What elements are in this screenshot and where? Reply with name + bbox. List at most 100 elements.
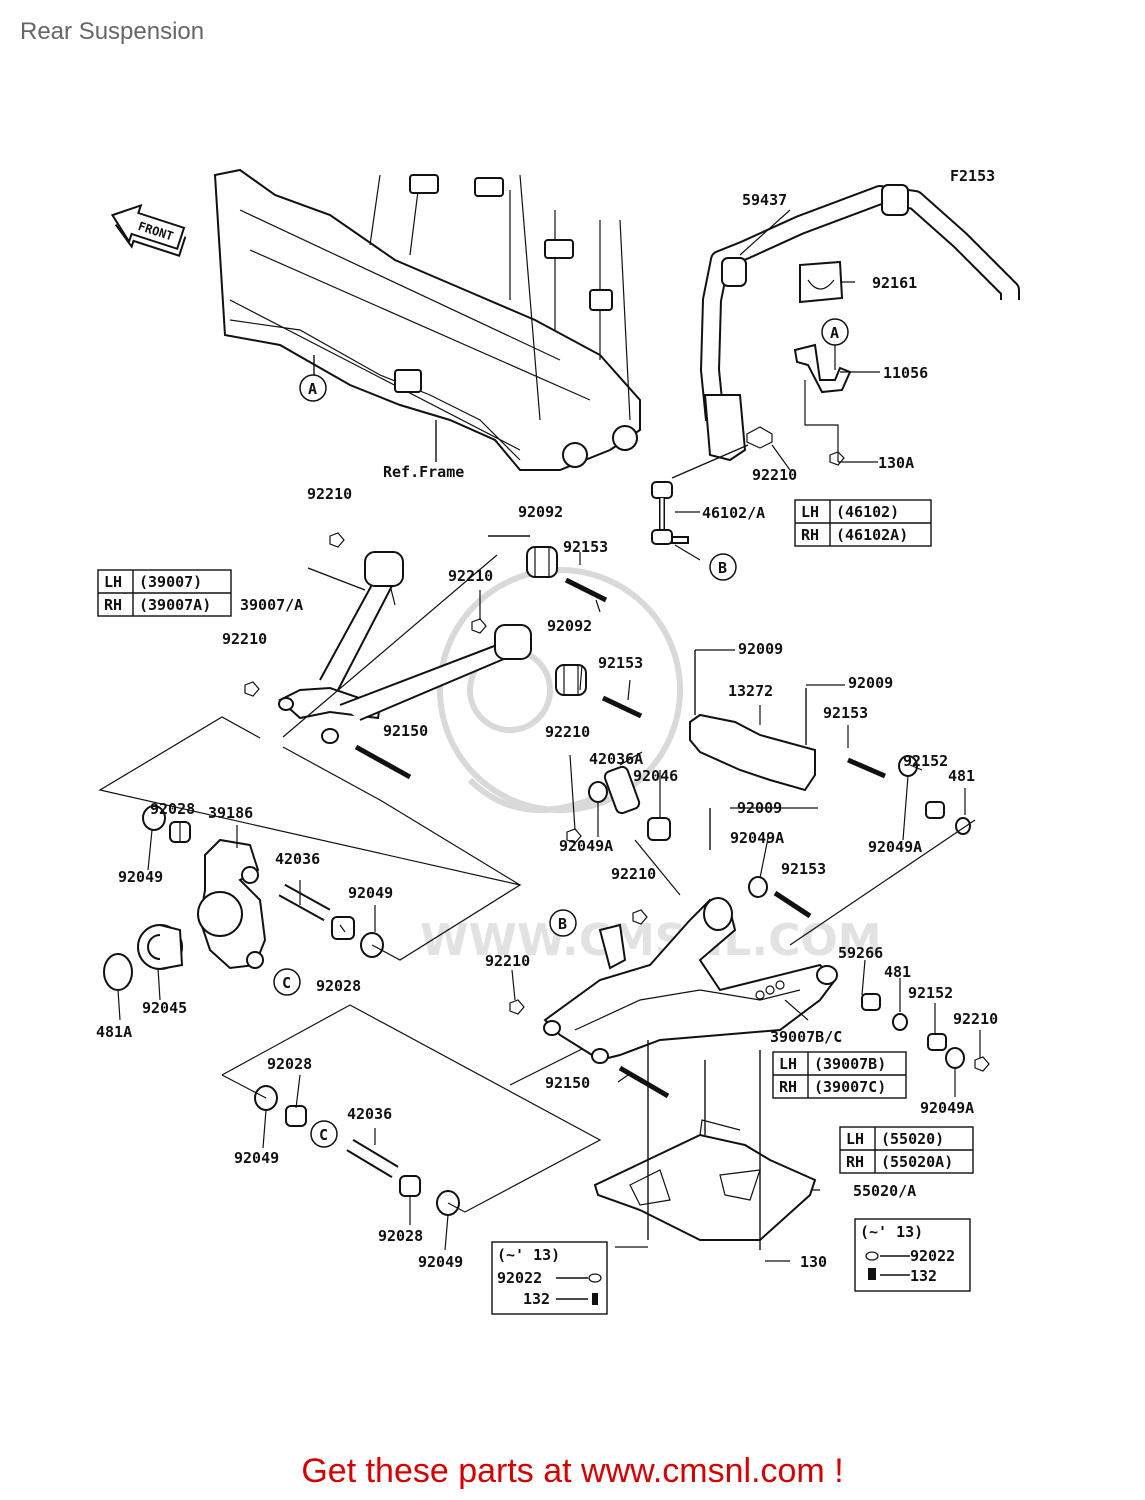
svg-text:A: A (308, 380, 317, 398)
bushing-92161 (799, 260, 844, 304)
table-46102: LH(46102) RH(46102A) (794, 499, 932, 547)
callout-c-lower: C (310, 1120, 338, 1148)
callout-b-link: B (709, 553, 737, 581)
seal-92049-a (142, 805, 166, 831)
label-92150-a: 92150 (383, 722, 428, 740)
label-92153-b: 92153 (598, 654, 643, 672)
svg-text:(39007B): (39007B) (814, 1055, 886, 1073)
bush-59266 (861, 993, 881, 1011)
label-92210-g: 92210 (485, 952, 530, 970)
label-92049-c: 92049 (234, 1149, 279, 1167)
bush-92152-b (927, 1033, 947, 1051)
snap-ring-481A (103, 953, 133, 991)
label-92046: 92046 (633, 767, 678, 785)
label-92092-a: 92092 (518, 503, 563, 521)
label-59437: 59437 (742, 191, 787, 209)
label-39186: 39186 (208, 804, 253, 822)
upper-a-arm (278, 551, 532, 744)
callout-c-knuckle: C (273, 968, 301, 996)
svg-text:LH: LH (104, 573, 122, 591)
label-92009-b: 92009 (848, 674, 893, 692)
label-92045: 92045 (142, 999, 187, 1017)
label-92092-b: 92092 (547, 617, 592, 635)
label-92152-a: 92152 (903, 752, 948, 770)
front-arrow-badge: FRONT (110, 203, 187, 257)
label-92153-d: 92153 (781, 860, 826, 878)
label-92028-d: 92028 (378, 1227, 423, 1245)
ref-frame-label: Ref.Frame (383, 463, 464, 481)
svg-text:RH: RH (104, 596, 122, 614)
svg-text:(39007C): (39007C) (814, 1078, 886, 1096)
label-92049A-a: 92049A (559, 837, 613, 855)
bracket-b (598, 923, 627, 970)
svg-text:(39007): (39007) (139, 573, 202, 591)
svg-text:LH: LH (801, 503, 819, 521)
callout-a-bracket: A (821, 318, 849, 346)
svg-text:(46102): (46102) (836, 503, 899, 521)
bushing-92092-upper (526, 546, 558, 578)
callout-a-frame: A (299, 374, 327, 402)
svg-text:B: B (558, 915, 567, 933)
svg-text:(39007A): (39007A) (139, 596, 211, 614)
label-92028-a: 92028 (150, 800, 195, 818)
svg-text:92022: 92022 (497, 1269, 542, 1287)
label-92210-e: 92210 (545, 723, 590, 741)
note-box-right: (~' 13) 92022 132 (854, 1218, 971, 1292)
bush-92152-a (925, 801, 945, 819)
svg-text:C: C (282, 974, 291, 992)
note-box-left: (~' 13) 92022 132 (491, 1241, 608, 1315)
rear-frame (213, 168, 641, 471)
svg-text:A: A (830, 324, 839, 342)
label-13272: 13272 (728, 682, 773, 700)
label-92210-a: 92210 (752, 466, 797, 484)
label-11056: 11056 (883, 364, 928, 382)
label-481-b: 481 (884, 963, 911, 981)
svg-text:LH: LH (846, 1130, 864, 1148)
label-92049-b: 92049 (348, 884, 393, 902)
label-92210-b: 92210 (307, 485, 352, 503)
label-92009-c: 92009 (737, 799, 782, 817)
bush-92028-b (331, 916, 355, 940)
ring-481-b (892, 1013, 908, 1031)
seal-92049A-b (748, 876, 768, 898)
svg-text:132: 132 (523, 1290, 550, 1308)
svg-text:(55020): (55020) (881, 1130, 944, 1148)
watermark-url: WWW.CMSNL.COM (420, 915, 882, 966)
label-92153-c: 92153 (823, 704, 868, 722)
label-92049-d: 92049 (418, 1253, 463, 1271)
svg-text:C: C (319, 1126, 328, 1144)
svg-text:(55020A): (55020A) (881, 1153, 953, 1171)
figure-code: F2153 (950, 167, 995, 185)
label-92028-b: 92028 (316, 977, 361, 995)
label-46102A: 46102/A (702, 504, 765, 522)
svg-text:92022: 92022 (910, 1247, 955, 1265)
label-42036A: 42036A (589, 750, 643, 768)
lower-a-arm (543, 897, 838, 1064)
svg-text:RH: RH (801, 526, 819, 544)
bushing-92092-lower (555, 664, 587, 696)
svg-text:RH: RH (779, 1078, 797, 1096)
label-92161: 92161 (872, 274, 917, 292)
label-92049A-b: 92049A (730, 829, 784, 847)
svg-text:B: B (718, 559, 727, 577)
bush-92028-d (399, 1175, 421, 1197)
plate-13272 (689, 713, 816, 792)
svg-text:(~' 13): (~' 13) (497, 1246, 560, 1264)
label-481-a: 481 (948, 767, 975, 785)
callout-b-arm: B (549, 909, 577, 937)
label-92210-f: 92210 (611, 865, 656, 883)
bush-92028-c (285, 1105, 307, 1127)
promo-banner[interactable]: Get these parts at www.cmsnl.com ! (301, 1452, 844, 1490)
label-92153-a: 92153 (563, 538, 608, 556)
label-59266: 59266 (838, 944, 883, 962)
svg-text:RH: RH (846, 1153, 864, 1171)
label-42036-b: 42036 (347, 1105, 392, 1123)
label-130-b: 130 (800, 1253, 827, 1271)
stabilizer-bar (700, 184, 1020, 462)
label-55020A: 55020/A (853, 1182, 916, 1200)
label-92028-c: 92028 (267, 1055, 312, 1073)
seal-92049A-d (945, 1047, 965, 1069)
table-55020: LH (55020) RH (55020A) (839, 1126, 974, 1174)
label-92210-c: 92210 (448, 567, 493, 585)
